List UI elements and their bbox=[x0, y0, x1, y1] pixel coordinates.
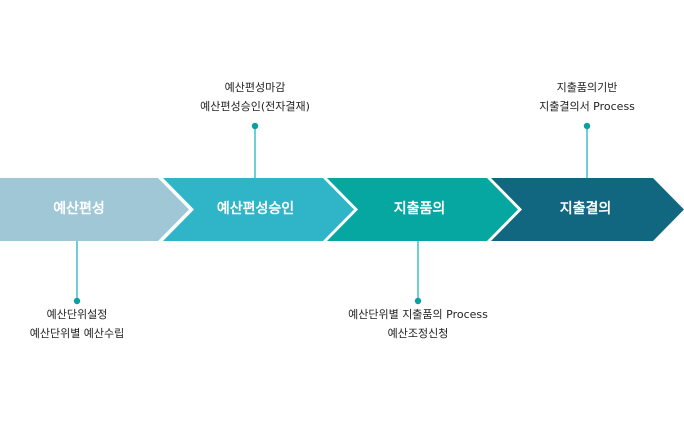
note-line: 지출품의기반 bbox=[556, 81, 618, 94]
connector-dot-budget-approval bbox=[251, 122, 259, 130]
connector-dot-expense-resolution bbox=[583, 122, 591, 130]
step-label-budget-approval: 예산편성승인 bbox=[216, 201, 295, 217]
note-budget-approval: 예산편성마감 예산편성승인(전자결재) bbox=[200, 78, 310, 116]
note-budget-planning: 예산단위설정 예산단위별 예산수립 bbox=[30, 305, 125, 343]
chevron-step-budget-approval bbox=[163, 178, 354, 241]
note-line: 예산편성마감 bbox=[224, 81, 286, 94]
note-line: 예산단위별 지출품의 Process bbox=[348, 308, 488, 321]
note-expense-resolution: 지출품의기반 지출결의서 Process bbox=[539, 78, 635, 116]
note-line: 예산편성승인(전자결재) bbox=[200, 100, 310, 113]
note-line: 예산단위별 예산수립 bbox=[29, 327, 125, 340]
note-line: 지출결의서 Process bbox=[539, 100, 635, 113]
note-line: 예산조정신청 bbox=[387, 327, 449, 340]
chevron-step-expense-resolution bbox=[491, 178, 684, 241]
step-label-expense-resolution: 지출결의 bbox=[559, 201, 612, 217]
step-label-expense-request: 지출품의 bbox=[393, 201, 446, 217]
connector-dot-budget-planning bbox=[73, 297, 81, 305]
note-expense-request: 예산단위별 지출품의 Process 예산조정신청 bbox=[348, 305, 488, 343]
step-label-budget-planning: 예산편성 bbox=[53, 201, 105, 217]
note-line: 예산단위설정 bbox=[46, 308, 108, 321]
chevron-step-expense-request bbox=[327, 178, 518, 241]
connector-dot-expense-request bbox=[414, 297, 422, 305]
chevron-step-budget-planning bbox=[0, 178, 189, 241]
